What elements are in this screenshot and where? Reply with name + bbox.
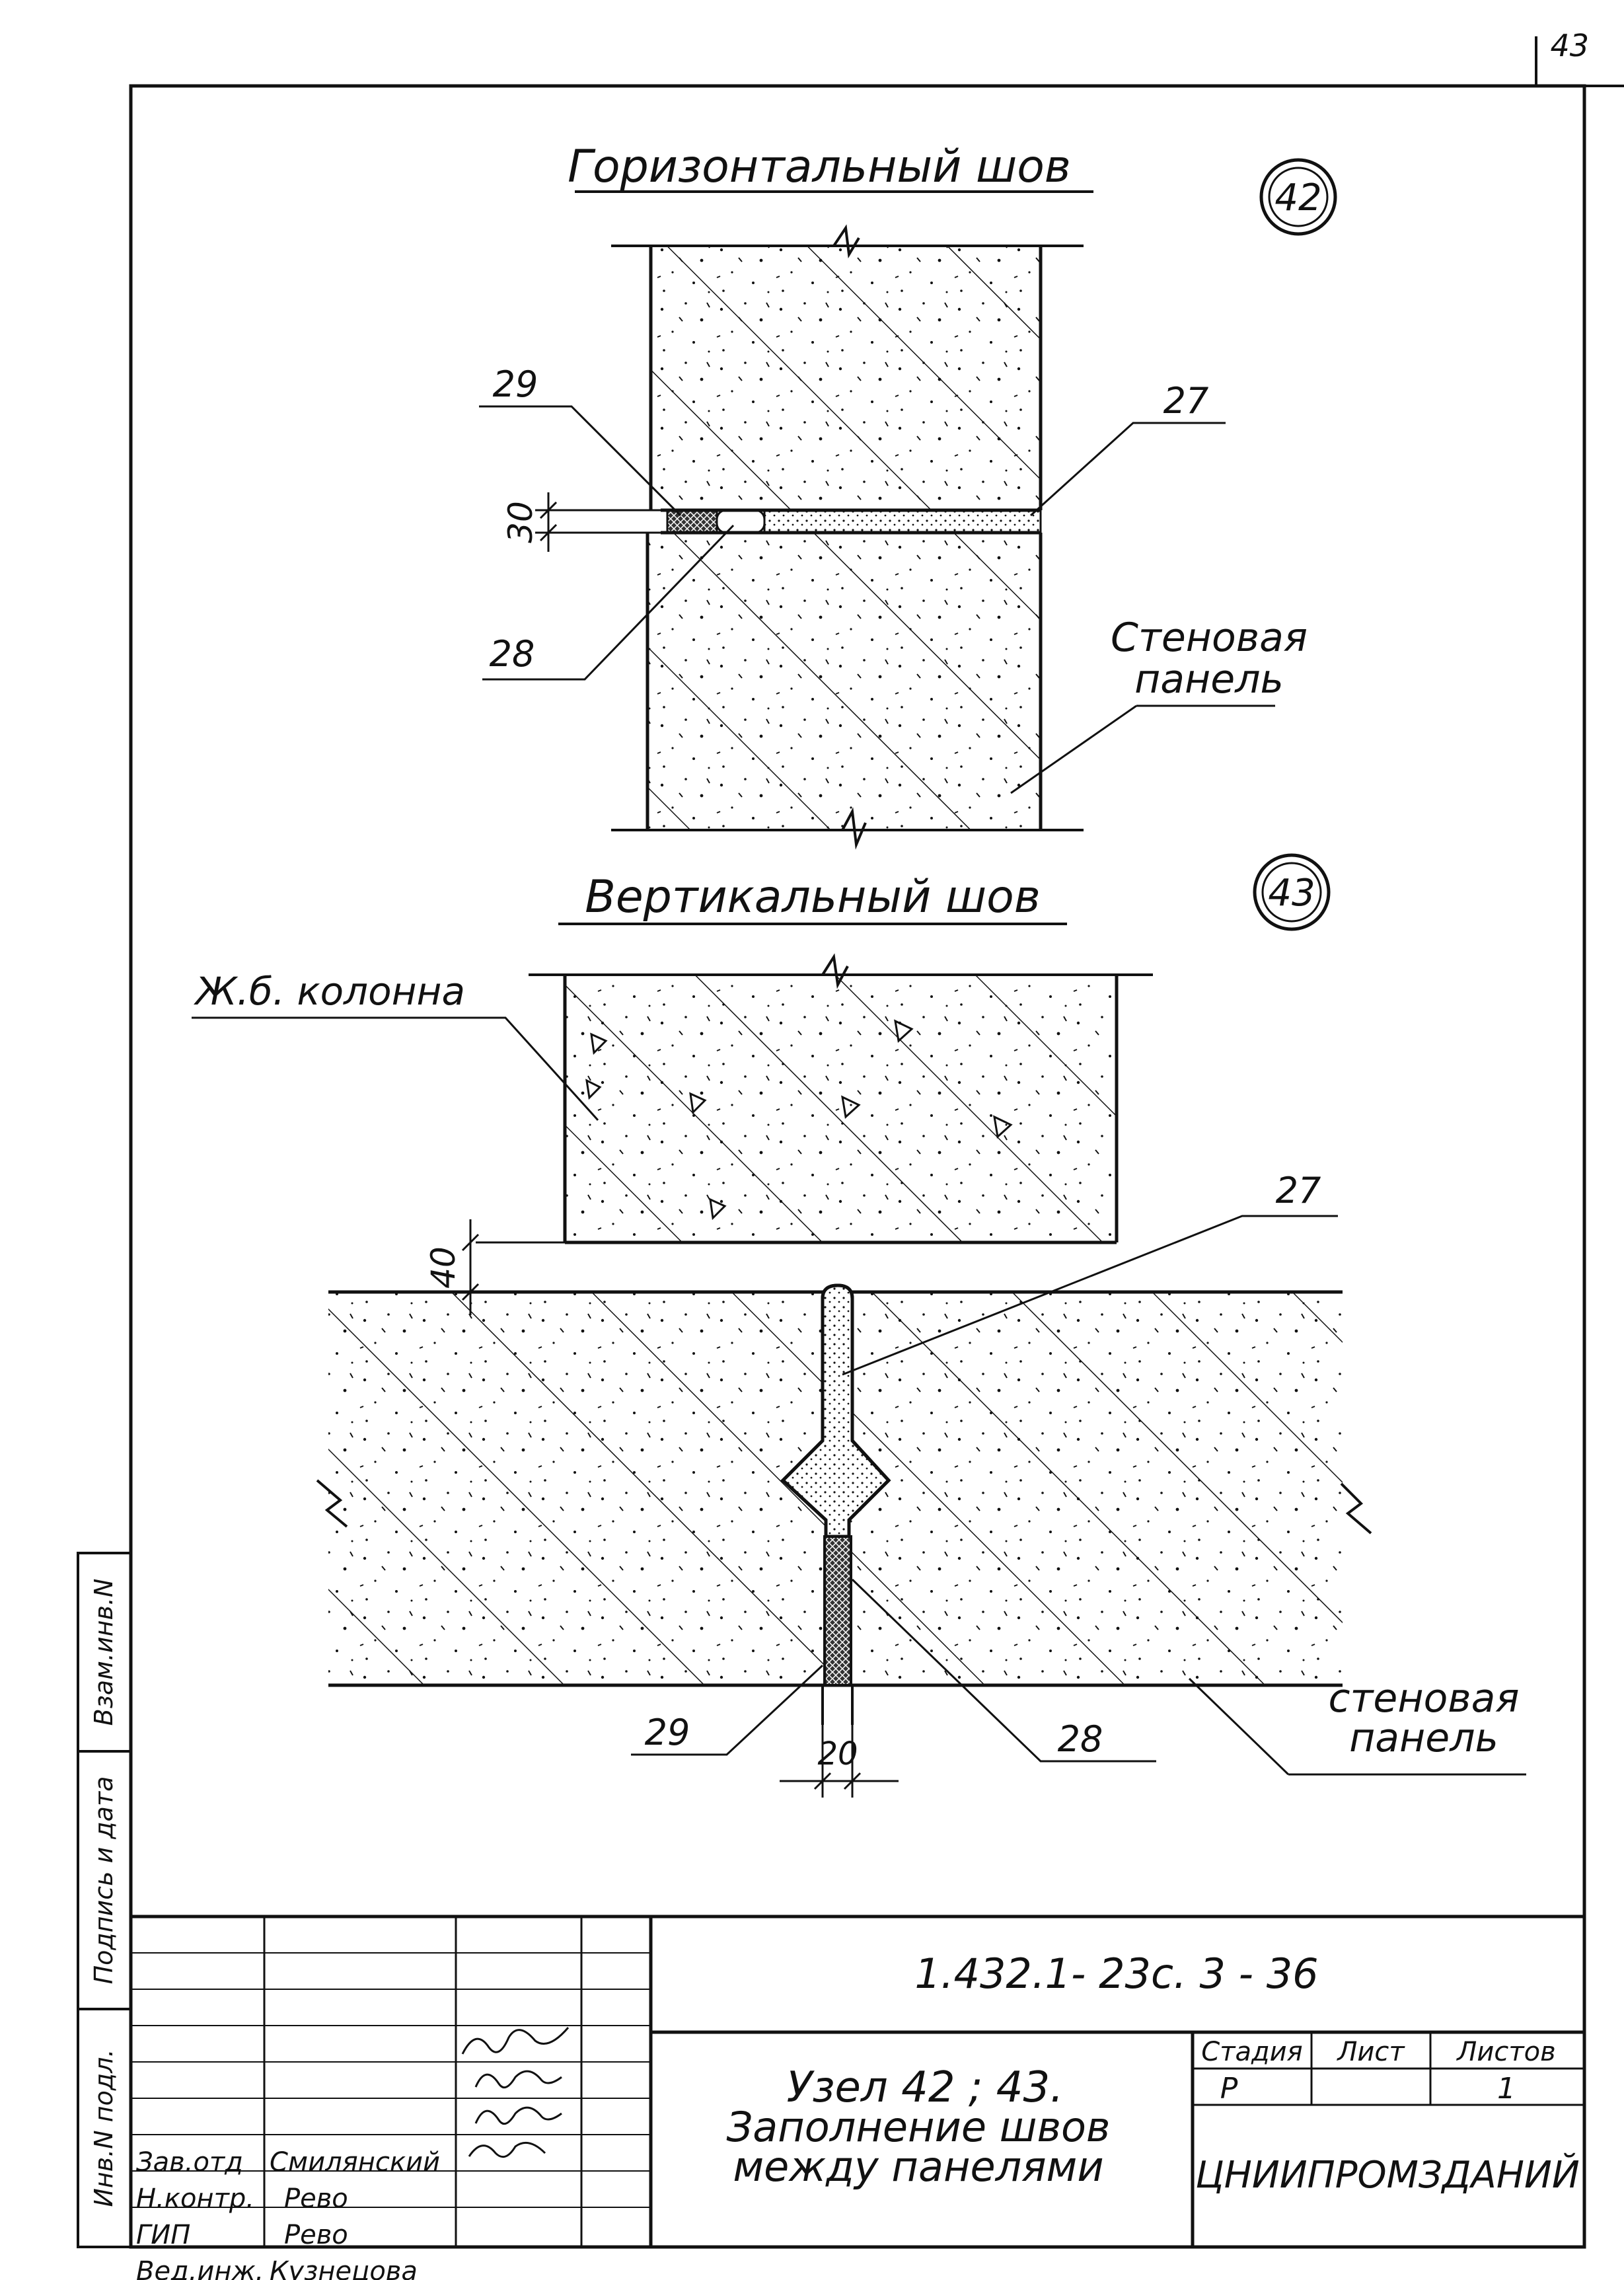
stage-header: Стадия [1201, 2037, 1302, 2067]
node-number-42: 42 [1274, 176, 1321, 219]
title-block: Зав.отд Смилянский Н.контр. Рево ГИП Рев… [131, 1915, 1584, 2280]
role-lead-engineer: Вед.инж. [136, 2256, 264, 2280]
node-circle-42 [1259, 158, 1337, 236]
name-norm-control: Рево [284, 2184, 348, 2214]
name-chief-engineer: Рево [284, 2220, 348, 2250]
detail-horizontal-joint: Горизонтальный шов 42 30 29 [479, 141, 1337, 850]
detail-title-horizontal: Горизонтальный шов [568, 141, 1071, 193]
panel-label-bottom-line2: панель [1349, 1715, 1498, 1761]
title-line-1: Узел 42 ; 43. [786, 2063, 1063, 2112]
callout-29-bottom: 29 [645, 1712, 690, 1753]
drawing-designation: 1.432.1- 23с. 3 - 36 [914, 1950, 1318, 1998]
name-head-dept: Смилянский [270, 2147, 440, 2178]
gasket-28-horizontal [716, 509, 766, 534]
stamp-replacement-inv: Взам.инв.N [89, 1579, 118, 1726]
name-lead-engineer: Кузнецова [270, 2256, 418, 2280]
dimension-30: 30 [501, 501, 540, 543]
drawing-frame [129, 84, 1586, 2249]
role-norm-control: Н.контр. [136, 2184, 254, 2214]
callout-28-top: 28 [490, 633, 535, 675]
panel-label-bottom-line1: стеновая [1328, 1675, 1519, 1722]
dimension-40: 40 [424, 1246, 462, 1289]
signature-chief-engineer [474, 2106, 562, 2125]
break-mark-left [316, 1479, 348, 1528]
side-stamp: Инв.N подл. Подпись и дата Взам.инв.N [77, 1552, 132, 2248]
stamp-inv-number: Инв.N подл. [89, 2049, 118, 2207]
seal-28-vertical [823, 1535, 852, 1687]
stage-value: Р [1220, 2072, 1238, 2106]
column-label: Ж.б. колонна [194, 969, 465, 1014]
mortar-27-horizontal [763, 509, 1042, 534]
title-line-3: между панелями [733, 2143, 1103, 2191]
role-head-dept: Зав.отд [136, 2147, 243, 2178]
sheet-header: Лист [1336, 2037, 1405, 2067]
mortar-27-vertical [780, 1283, 891, 1539]
organization-name: ЦНИИПРОМЗДАНИЙ [1195, 2154, 1580, 2197]
callout-28-bottom: 28 [1058, 1718, 1103, 1760]
panel-label-top-line1: Стеновая [1111, 615, 1308, 661]
sheets-value: 1 [1497, 2072, 1516, 2106]
role-chief-engineer: ГИП [136, 2220, 190, 2250]
detail-title-vertical: Вертикальный шов [585, 871, 1041, 923]
signature-lead-engineer [468, 2141, 546, 2158]
panel-label-top-line2: панель [1134, 656, 1284, 703]
node-number-43: 43 [1268, 872, 1315, 915]
callout-27-bottom: 27 [1276, 1170, 1321, 1211]
break-mark-right [1340, 1482, 1372, 1535]
page-number: 43 [1550, 28, 1589, 63]
signature-norm-control [474, 2070, 562, 2089]
callout-29-top: 29 [493, 363, 538, 405]
title-line-2: Заполнение швов [727, 2103, 1111, 2151]
signature-head-dept [461, 2027, 570, 2055]
lower-wall-panel [647, 533, 1041, 830]
stamp-signature-date: Подпись и дата [89, 1776, 118, 1985]
node-circle-43 [1253, 853, 1331, 931]
rc-column [565, 975, 1117, 1242]
seal-29-horizontal [666, 509, 718, 534]
upper-wall-panel [651, 246, 1041, 510]
sheets-header: Листов [1456, 2037, 1555, 2067]
dimension-20: 20 [817, 1735, 858, 1772]
detail-vertical-joint: Вертикальный шов 43 Ж.б. колонна [192, 853, 1526, 1798]
callout-27-top: 27 [1163, 380, 1209, 422]
